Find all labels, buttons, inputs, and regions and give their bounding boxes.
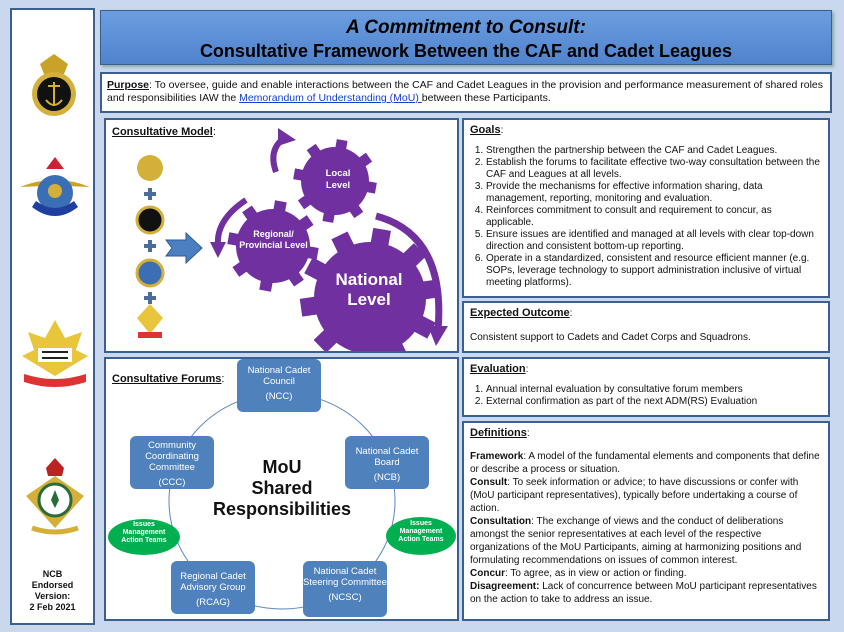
- small-crests: [135, 155, 165, 338]
- outcome-heading: Expected Outcome: [470, 307, 570, 319]
- forum-rcag[interactable]: Regional Cadet Advisory Group(RCAG): [171, 561, 255, 614]
- gears-diagram: [135, 128, 448, 351]
- cadets-canada-crest: [26, 458, 84, 535]
- gear-local-level: Local Level: [325, 168, 351, 191]
- endorsement-line: Version:: [34, 591, 71, 601]
- title-line-1: A Commitment to Consult:: [346, 17, 586, 38]
- endorsement-line: NCB: [42, 569, 63, 579]
- goal-item: Ensure issues are identified and managed…: [486, 229, 822, 253]
- endorsement-line: Endorsed: [31, 580, 74, 590]
- forum-ncb[interactable]: National Cadet Board(NCB): [345, 436, 429, 489]
- evaluation-heading: Evaluation: [470, 363, 526, 375]
- definition-term: Consultation: [470, 516, 532, 527]
- forum-ncc[interactable]: National Cadet Council(NCC): [237, 359, 321, 412]
- gear-local-icon: [293, 139, 377, 223]
- crest-panel: NCB Endorsed Version: 2 Feb 2021: [10, 8, 95, 625]
- purpose-label: Purpose: [107, 79, 150, 91]
- definition-term: Framework: [470, 451, 524, 462]
- goals-list: Strengthen the partnership between the C…: [470, 145, 822, 289]
- outcome-text: Consistent support to Cadets and Cadet C…: [470, 332, 751, 343]
- arrow-icon: [210, 242, 226, 258]
- consultative-model-box: Consultative Model: Local Level Regional…: [104, 118, 459, 353]
- forums-heading: Consultative Forums: [112, 373, 222, 385]
- definition-item: Consultation: The exchange of views and …: [470, 515, 822, 567]
- air-cadet-league-crest: [20, 157, 90, 216]
- goal-item: Establish the forums to facilitate effec…: [486, 157, 822, 181]
- goal-item: Operate in a standardized, consistent an…: [486, 253, 822, 289]
- definition-item: Framework: A model of the fundamental el…: [470, 450, 822, 476]
- mou-link[interactable]: Memorandum of Understanding (MoU): [239, 92, 422, 104]
- evaluation-box: Evaluation: Annual internal evaluation b…: [462, 357, 830, 417]
- definition-text: Lack of concurrence between MoU particip…: [470, 581, 817, 605]
- definitions-list: Framework: A model of the fundamental el…: [470, 450, 822, 606]
- definition-text: : To agree, as in view or action or find…: [505, 568, 687, 579]
- forums-heading-wrap: Consultative Forums:: [112, 373, 225, 385]
- forum-ncsc[interactable]: National Cadet Steering Committee(NCSC): [303, 561, 387, 617]
- army-cadet-league-crest: [22, 320, 88, 387]
- goals-box: Goals: Strengthen the partnership betwee…: [462, 118, 830, 298]
- endorsement-note: NCB Endorsed Version: 2 Feb 2021: [12, 569, 93, 613]
- definition-text: : To seek information or advice; to have…: [470, 477, 799, 514]
- gear-national-level: National Level: [335, 270, 403, 309]
- model-heading: Consultative Model: [112, 126, 213, 138]
- forum-ccc[interactable]: Community Coordinating Committee(CCC): [130, 436, 214, 489]
- gear-regional-level: Regional/ Provincial Level: [239, 229, 308, 250]
- definition-item: Consult: To seek information or advice; …: [470, 476, 822, 515]
- evaluation-item: External confirmation as part of the nex…: [486, 396, 822, 408]
- issues-management-teams-oval: Issues Management Action Teams: [108, 519, 180, 555]
- purpose-text: : To oversee, guide and enable interacti…: [107, 79, 823, 104]
- definitions-box: Definitions: Framework: A model of the f…: [462, 421, 830, 621]
- definition-text: : A model of the fundamental elements an…: [470, 451, 820, 475]
- expected-outcome-box: Expected Outcome: Consistent support to …: [462, 301, 830, 353]
- evaluation-list: Annual internal evaluation by consultati…: [470, 384, 822, 408]
- title-line-2: Consultative Framework Between the CAF a…: [199, 41, 733, 61]
- model-heading-wrap: Consultative Model:: [112, 126, 216, 138]
- definition-term: Disagreement:: [470, 581, 540, 592]
- purpose-text-end: between these Participants.: [421, 92, 551, 104]
- navy-league-crest: [32, 54, 76, 116]
- goal-item: Strengthen the partnership between the C…: [486, 145, 822, 157]
- arrow-right-icon: [165, 231, 203, 265]
- definition-term: Concur: [470, 568, 505, 579]
- definition-term: Consult: [470, 477, 508, 488]
- goal-item: Reinforces commitment to consult and req…: [486, 205, 822, 229]
- definition-item: Disagreement: Lack of concurrence betwee…: [470, 580, 822, 606]
- definition-text: : The exchange of views and the conduct …: [470, 516, 802, 566]
- title-banner: A Commitment to Consult: Consultative Fr…: [100, 10, 832, 65]
- endorsement-date: 2 Feb 2021: [29, 602, 76, 612]
- definition-item: Concur: To agree, as in view or action o…: [470, 567, 822, 580]
- arrow-icon: [428, 326, 448, 346]
- issues-management-teams-oval: Issues Management Action Teams: [386, 517, 456, 555]
- goals-heading: Goals: [470, 124, 501, 136]
- evaluation-item: Annual internal evaluation by consultati…: [486, 384, 822, 396]
- goal-item: Provide the mechanisms for effective inf…: [486, 181, 822, 205]
- gear-national-icon: [299, 227, 441, 351]
- purpose-box: Purpose: To oversee, guide and enable in…: [100, 72, 832, 113]
- gear-regional-icon: [227, 200, 319, 292]
- definitions-heading: Definitions: [470, 427, 527, 439]
- arrow-icon: [278, 128, 296, 146]
